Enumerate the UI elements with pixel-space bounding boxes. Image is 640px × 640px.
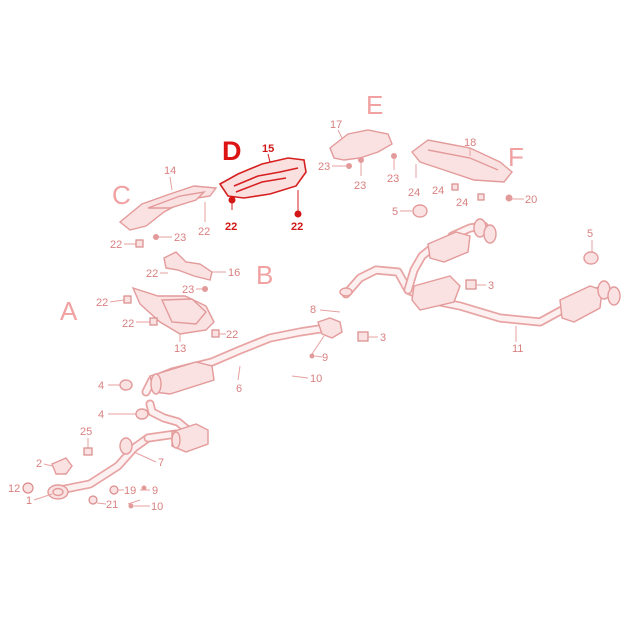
label-12: 12 (8, 483, 20, 495)
rubber-hanger-icon (135, 408, 149, 420)
label-15: 15 (262, 143, 274, 155)
label-24-b: 24 (432, 185, 444, 197)
muffler-center[interactable] (411, 275, 461, 311)
label-17: 17 (330, 119, 342, 131)
heat-shield-15-highlighted[interactable] (218, 157, 307, 199)
label-23-a: 23 (182, 284, 194, 296)
label-3-b: 3 (488, 280, 494, 292)
label-4-b: 4 (98, 409, 104, 421)
label-5-a: 5 (392, 206, 398, 218)
label-23-d: 23 (354, 180, 366, 192)
bolt-icon (451, 183, 459, 191)
bolt-icon (135, 239, 144, 248)
label-19: 19 (124, 485, 136, 497)
bolt-icon (211, 329, 220, 338)
label-25: 25 (80, 426, 92, 438)
label-22-e: 22 (110, 239, 122, 251)
heat-shield-18[interactable] (411, 139, 513, 183)
label-9-b: 9 (322, 352, 328, 364)
section-letter-f[interactable]: F (508, 142, 524, 172)
label-22-g: 22 (225, 221, 237, 233)
label-22-h: 22 (291, 221, 303, 233)
bolt-icon (149, 317, 158, 326)
label-22-a: 22 (96, 297, 108, 309)
section-letter-d[interactable]: D (222, 136, 242, 166)
bolt-icon (477, 193, 485, 201)
label-23-c: 23 (318, 161, 330, 173)
exhaust-pipe-assembly[interactable] (55, 221, 611, 495)
label-5-b: 5 (587, 228, 593, 240)
heat-shield-13[interactable] (131, 286, 215, 335)
heat-shield-17[interactable] (329, 129, 393, 161)
muffler-upper[interactable] (427, 231, 471, 263)
label-24-a: 24 (408, 187, 420, 199)
rubber-hanger-icon (119, 379, 133, 391)
section-letter-e[interactable]: E (366, 90, 383, 120)
label-8: 8 (310, 304, 316, 316)
rubber-hanger-icon (412, 204, 428, 218)
label-6: 6 (236, 383, 242, 395)
label-18: 18 (464, 137, 476, 149)
label-14: 14 (164, 165, 176, 177)
bracket-16[interactable] (163, 251, 213, 281)
label-22-b: 22 (122, 318, 134, 330)
label-24-c: 24 (456, 197, 468, 209)
section-letter-c[interactable]: C (112, 180, 131, 210)
muffler-rear[interactable] (559, 285, 603, 323)
heat-shield-14[interactable] (118, 185, 218, 231)
label-10-a: 10 (151, 501, 163, 513)
label-22-f: 22 (198, 226, 210, 238)
tailpipe-upper[interactable] (473, 218, 497, 244)
label-10-b: 10 (310, 373, 322, 385)
tailpipe-rear[interactable] (597, 280, 621, 306)
label-11: 11 (512, 343, 523, 355)
label-1: 1 (26, 495, 32, 507)
rubber-hanger-icon (583, 251, 599, 265)
label-2: 2 (36, 458, 42, 470)
label-16: 16 (228, 267, 240, 279)
label-4-a: 4 (98, 380, 104, 392)
label-7: 7 (158, 457, 164, 469)
label-22-d: 22 (146, 268, 158, 280)
label-22-c: 22 (226, 329, 238, 341)
resonator-lower[interactable] (171, 423, 209, 453)
label-20: 20 (525, 194, 537, 206)
label-23-b: 23 (174, 232, 186, 244)
label-21: 21 (106, 499, 118, 511)
label-9-a: 9 (152, 485, 158, 497)
bolt-icon (123, 295, 132, 304)
section-letter-b[interactable]: B (256, 260, 273, 290)
label-23-e: 23 (387, 173, 399, 185)
section-letter-a[interactable]: A (60, 296, 78, 326)
label-13: 13 (174, 343, 186, 355)
label-3-a: 3 (380, 332, 386, 344)
